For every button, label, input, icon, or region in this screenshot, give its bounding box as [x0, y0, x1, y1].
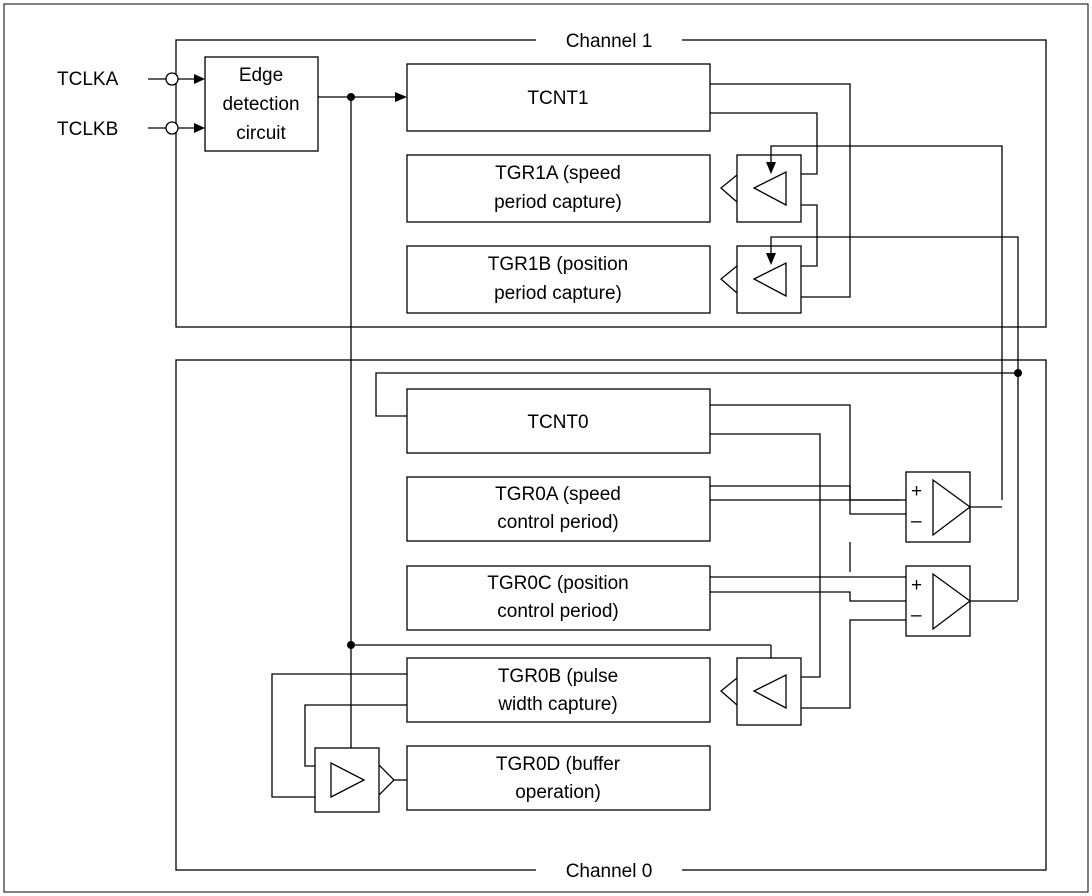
tgr1a-box — [406, 154, 711, 223]
tgr0d-buffer — [314, 747, 395, 813]
tgr0a-line1: TGR0A (speed — [495, 484, 621, 505]
tgr1a-line2: period capture) — [494, 192, 622, 213]
position-comparator: + – — [905, 565, 972, 637]
tgr0a-to-comparator-c — [849, 500, 906, 515]
tcnt1-to-tgr1b — [710, 83, 851, 298]
tgr0c-line1: TGR0C (position — [487, 573, 629, 594]
speed-comparator: + – — [905, 471, 972, 543]
strobe-tgr1a-arrow — [766, 162, 776, 174]
tgr1b-line1: TGR1B (position — [488, 254, 628, 275]
tgr1b-capture-buffer — [719, 245, 802, 314]
strobe-tgr1b-arrow — [766, 253, 776, 265]
tclkb-label: TCLKB — [57, 119, 118, 140]
tclka-pin — [165, 72, 179, 86]
tclka-label: TCLKA — [57, 69, 119, 90]
tclka-arrow — [194, 74, 205, 84]
edge-detection-box — [204, 56, 319, 152]
tcnt1-box — [406, 63, 711, 132]
tgr0d-line2: operation) — [515, 782, 601, 803]
tcnt1-to-tgr1a — [710, 112, 818, 175]
channel0-label-bg — [536, 858, 682, 882]
comparator-feedback — [801, 619, 906, 709]
tgr0c-to-comparator-b — [710, 591, 906, 602]
channel0-label: Channel 0 — [566, 861, 653, 882]
tcnt0-to-tgr0b-capture — [710, 433, 821, 678]
tclkb-arrow — [194, 123, 205, 133]
tcnt0-label: TCNT0 — [527, 412, 588, 433]
position-comparator-plus: + — [911, 575, 922, 596]
edge-detection-line1: Edge — [239, 65, 283, 86]
speed-comparator-plus: + — [911, 481, 922, 502]
tgr0b-box — [406, 657, 711, 723]
tgr0b-to-buffer-2 — [304, 704, 407, 767]
speed-comparator-minus: – — [911, 511, 922, 532]
tgr0a-line2: control period) — [497, 512, 618, 533]
tgr1b-box — [406, 245, 711, 314]
edge-detection-line3: circuit — [236, 123, 286, 144]
tclkb-pin — [165, 121, 179, 135]
tgr0d-box — [406, 745, 711, 811]
channel1-label: Channel 1 — [566, 31, 653, 52]
tgr0b-line1: TGR0B (pulse — [498, 666, 618, 687]
tgr0c-line2: control period) — [497, 601, 618, 622]
tgr1a-to-tgr1b-link — [801, 204, 818, 267]
position-comparator-minus: – — [911, 605, 922, 626]
tcnt0-to-comparators — [710, 404, 851, 500]
tcnt0-clear-wire — [375, 372, 1018, 417]
tcnt1-label: TCNT1 — [527, 88, 588, 109]
tgr0b-to-buffer-1 — [271, 673, 407, 798]
edge-detection-line2: detection — [222, 94, 299, 115]
tgr0b-capture-buffer — [719, 657, 802, 726]
tgr0c-box — [406, 565, 711, 631]
tgr1b-line2: period capture) — [494, 283, 622, 304]
strobe-tgr1a — [770, 145, 1003, 500]
tgr0d-line1: TGR0D (buffer — [496, 754, 621, 775]
clock-arrow — [395, 92, 407, 102]
tcnt0-box — [406, 388, 711, 454]
tgr0a-box — [406, 476, 711, 542]
tgr0b-line2: width capture) — [497, 694, 617, 715]
strobe-tgr1b — [770, 236, 1019, 600]
tgr1a-line1: TGR1A (speed — [495, 163, 621, 184]
channel1-label-bg — [536, 28, 682, 52]
